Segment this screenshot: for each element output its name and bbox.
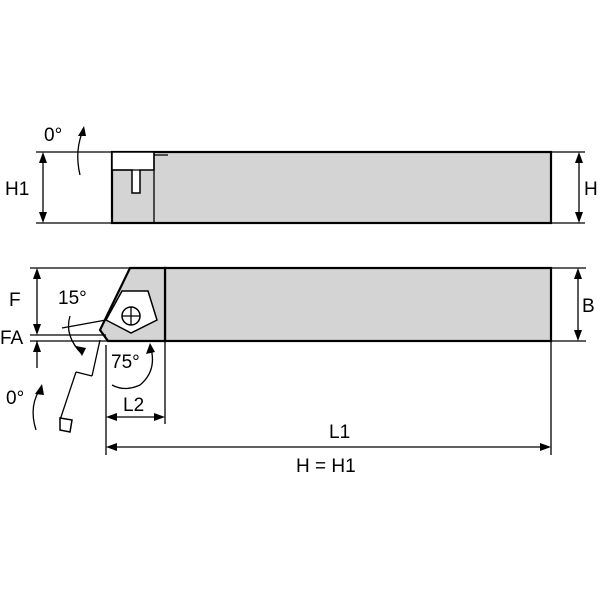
l2-arrow-left [106,413,117,421]
equation-label: H = H1 [296,456,356,477]
angle-top-arrow [78,126,86,136]
l1-arrow-right [540,443,551,451]
l2-arrow-right [154,413,165,421]
angle-75-arc [111,344,154,390]
angle-top-label: 0° [44,125,62,146]
detail-line-2 [75,371,93,377]
detail-insert-tip [59,417,73,433]
angle-15-arrow [76,346,86,356]
fa-arrow [33,341,41,352]
h-label: H [584,179,598,200]
f-arrow-bottom [33,324,41,335]
side-view: H1 H 0° [5,125,598,225]
h1-arrow-top [39,152,47,163]
l2-label: L2 [123,395,144,416]
angle-bottom-arrow [35,384,44,395]
angle-75-label: 75° [111,352,140,373]
angle-bottom-label: 0° [6,388,24,409]
angle-15-label: 15° [58,288,87,309]
angle-15-ref [61,319,107,329]
b-arrow-top [574,268,582,279]
f-arrow-top [33,268,41,279]
top-view-shank [163,266,553,343]
b-label: B [582,296,595,317]
h1-arrow-bottom [39,212,47,223]
h-arrow-bottom [575,212,583,223]
b-arrow-bottom [574,330,582,341]
insert-detail: 0° [6,339,101,433]
h1-label: H1 [5,179,29,200]
l1-label: L1 [329,422,350,443]
h-arrow-top [575,152,583,163]
detail-line-3 [59,371,77,421]
detail-line-1 [91,339,101,377]
fa-label: FA [0,328,24,349]
l1-arrow-left [106,443,117,451]
length-dimensions: L2 L1 H = H1 [105,341,552,477]
f-label: F [9,290,21,311]
side-view-shank [110,150,553,225]
angle-75-arrow [146,343,155,354]
top-view-insert [104,290,158,334]
top-view: F FA 15° 75° B [0,266,595,390]
